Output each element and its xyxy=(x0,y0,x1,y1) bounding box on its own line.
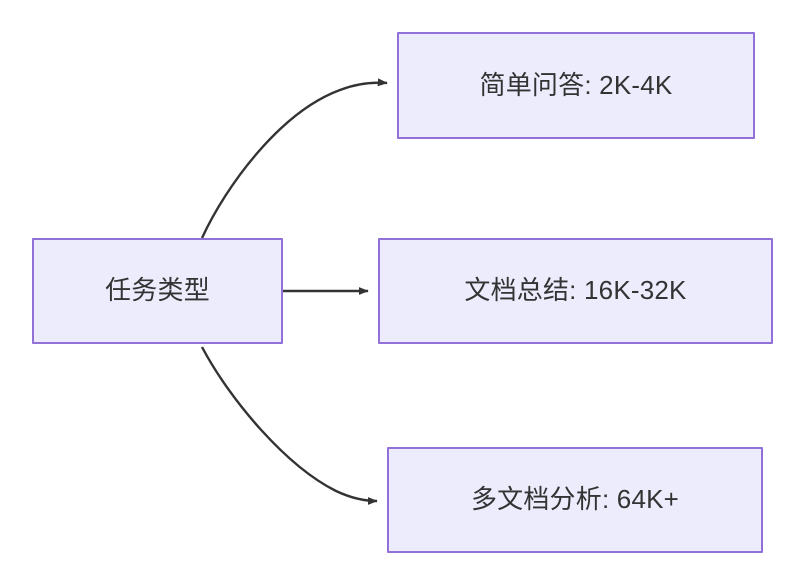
node-doc-summary-label: 文档总结: 16K-32K xyxy=(464,275,687,306)
node-root-label: 任务类型 xyxy=(105,275,210,306)
node-simple-qa[interactable]: 简单问答: 2K-4K xyxy=(397,32,755,139)
edge-root-to-multi-doc xyxy=(200,346,378,505)
node-simple-qa-label: 简单问答: 2K-4K xyxy=(479,69,673,100)
node-multi-doc-label: 多文档分析: 64K+ xyxy=(470,484,680,515)
node-multi-doc[interactable]: 多文档分析: 64K+ xyxy=(387,447,763,553)
edge-root-to-simple-qa xyxy=(200,78,388,239)
node-doc-summary[interactable]: 文档总结: 16K-32K xyxy=(378,238,773,344)
node-root[interactable]: 任务类型 xyxy=(32,238,283,344)
